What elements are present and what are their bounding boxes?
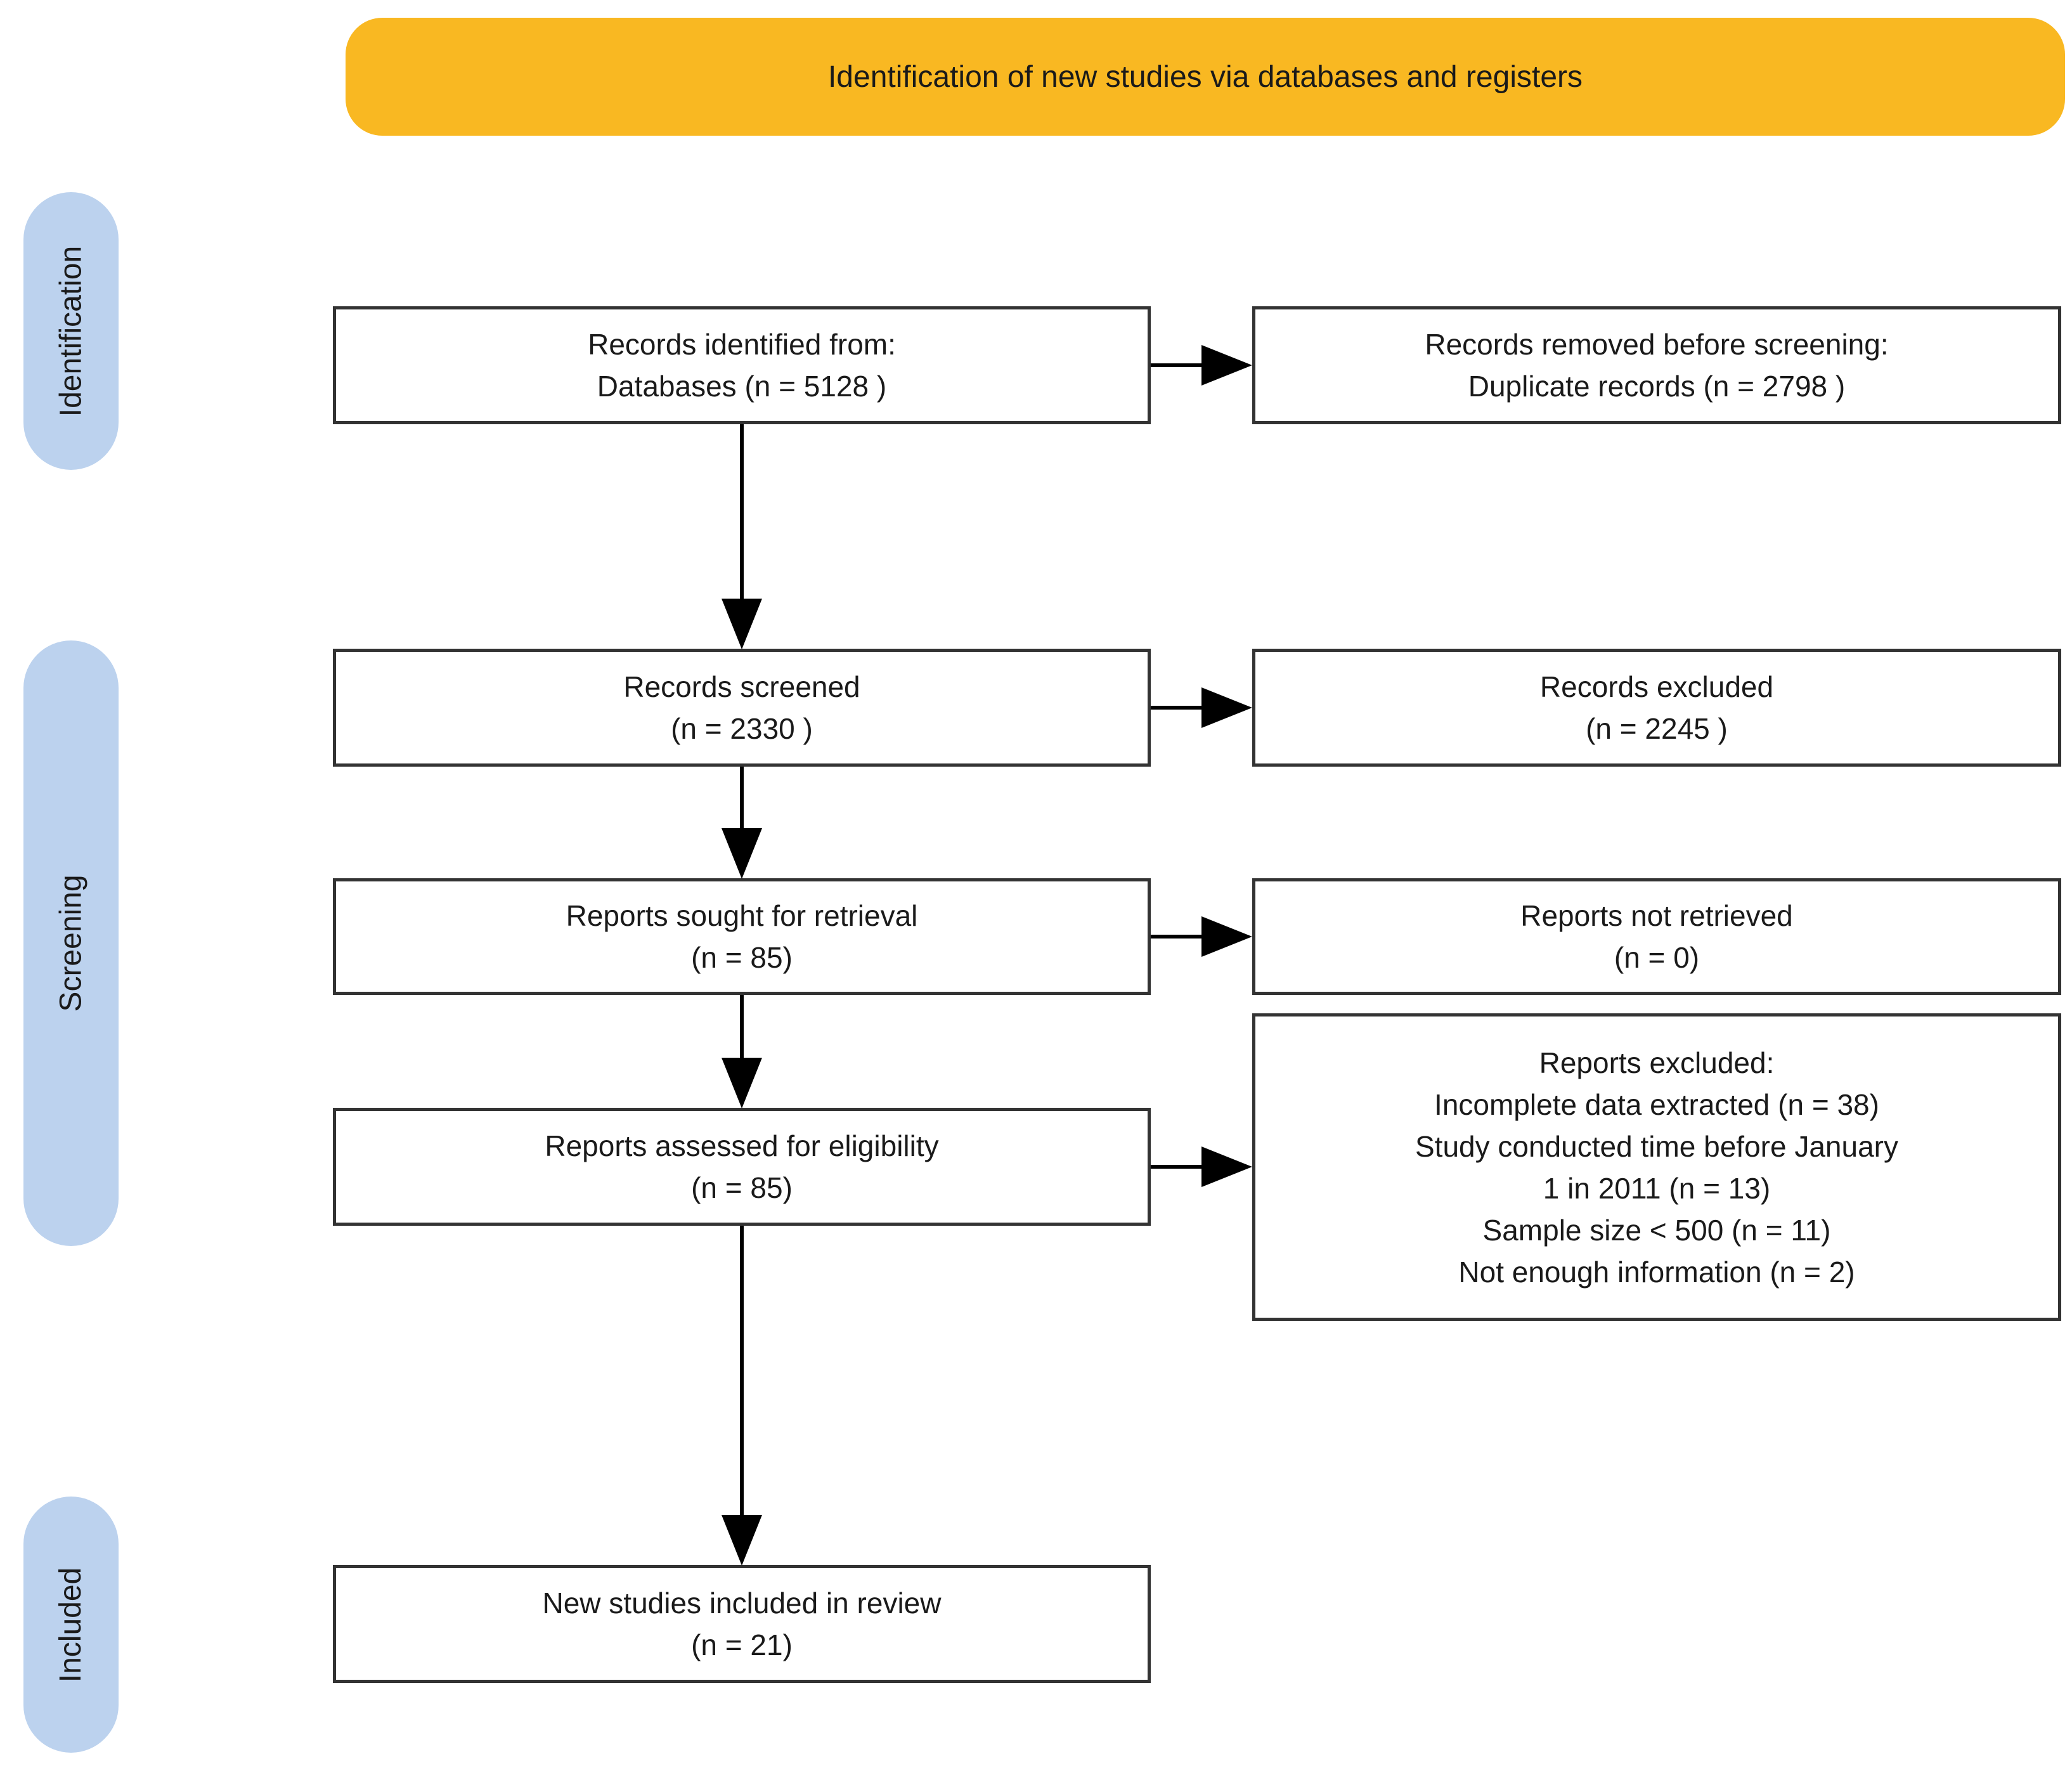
- arrow-head-down-icon: [722, 1058, 762, 1108]
- box-reports-excluded-line-3: Study conducted time before January: [1415, 1129, 1898, 1163]
- box-records-screened-line-2: (n = 2330 ): [671, 712, 813, 745]
- box-reports-not-retrieved-line-2: (n = 0): [1614, 941, 1700, 974]
- box-reports-assessed-line-2: (n = 85): [691, 1171, 793, 1204]
- banner: Identification of new studies via databa…: [346, 18, 2065, 136]
- stage-pill-included: Included: [23, 1497, 119, 1753]
- box-reports-sought-line-2: (n = 85): [691, 941, 793, 974]
- box-records-removed: Records removed before screening: Duplic…: [1252, 306, 2061, 424]
- box-reports-not-retrieved: Reports not retrieved (n = 0): [1252, 878, 2061, 995]
- arrow-line: [740, 1226, 744, 1517]
- arrow-head-right-icon: [1201, 687, 1252, 728]
- arrow-line: [1151, 363, 1205, 367]
- stage-pill-screening: Screening: [23, 640, 119, 1246]
- box-reports-sought-line-1: Reports sought for retrieval: [566, 899, 918, 932]
- box-new-studies-included-line-2: (n = 21): [691, 1628, 793, 1661]
- box-records-identified: Records identified from: Databases (n = …: [333, 306, 1151, 424]
- arrow-head-right-icon: [1201, 345, 1252, 386]
- arrow-head-down-icon: [722, 1515, 762, 1566]
- box-reports-not-retrieved-line-1: Reports not retrieved: [1520, 899, 1793, 932]
- box-reports-excluded-line-2: Incomplete data extracted (n = 38): [1434, 1088, 1879, 1121]
- box-reports-excluded-line-1: Reports excluded:: [1539, 1046, 1775, 1079]
- box-records-excluded: Records excluded (n = 2245 ): [1252, 649, 2061, 767]
- box-records-removed-line-2: Duplicate records (n = 2798 ): [1468, 370, 1846, 403]
- banner-label: Identification of new studies via databa…: [827, 60, 1583, 94]
- box-new-studies-included: New studies included in review (n = 21): [333, 1565, 1151, 1683]
- box-reports-sought: Reports sought for retrieval (n = 85): [333, 878, 1151, 995]
- stage-pill-identification: Identification: [23, 192, 119, 470]
- box-records-identified-line-1: Records identified from:: [588, 328, 896, 361]
- arrow-head-right-icon: [1201, 1146, 1252, 1187]
- box-records-screened-line-1: Records screened: [623, 670, 860, 703]
- box-reports-excluded-line-6: Not enough information (n = 2): [1458, 1255, 1855, 1289]
- arrow-head-down-icon: [722, 828, 762, 879]
- box-records-identified-line-2: Databases (n = 5128 ): [597, 370, 887, 403]
- box-reports-excluded: Reports excluded: Incomplete data extrac…: [1252, 1013, 2061, 1321]
- stage-label-included: Included: [54, 1567, 88, 1682]
- stage-label-screening: Screening: [54, 874, 88, 1012]
- arrow-line: [1151, 1165, 1205, 1169]
- arrow-line: [740, 995, 744, 1061]
- box-reports-excluded-line-4: 1 in 2011 (n = 13): [1543, 1171, 1771, 1205]
- box-reports-assessed-line-1: Reports assessed for eligibility: [545, 1129, 939, 1162]
- arrow-head-down-icon: [722, 599, 762, 649]
- box-records-excluded-line-2: (n = 2245 ): [1586, 712, 1728, 745]
- arrow-line: [740, 767, 744, 831]
- box-records-screened: Records screened (n = 2330 ): [333, 649, 1151, 767]
- box-records-excluded-line-1: Records excluded: [1539, 670, 1774, 703]
- arrow-head-right-icon: [1201, 916, 1252, 957]
- box-reports-excluded-line-5: Sample size < 500 (n = 11): [1482, 1213, 1831, 1247]
- box-new-studies-included-line-1: New studies included in review: [542, 1587, 942, 1620]
- arrow-line: [740, 424, 744, 602]
- arrow-line: [1151, 706, 1205, 710]
- arrow-line: [1151, 935, 1205, 938]
- stage-label-identification: Identification: [54, 245, 88, 417]
- box-reports-assessed: Reports assessed for eligibility (n = 85…: [333, 1108, 1151, 1226]
- box-records-removed-line-1: Records removed before screening:: [1425, 328, 1889, 361]
